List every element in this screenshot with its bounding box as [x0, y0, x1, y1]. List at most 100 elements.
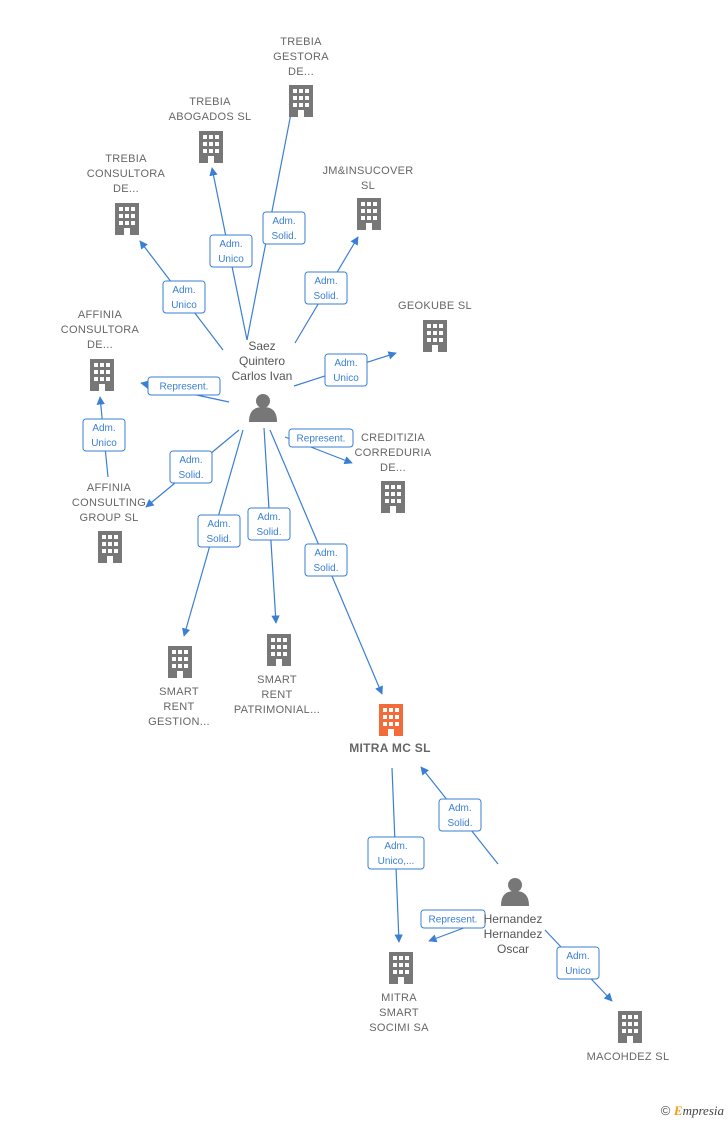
person-icon [501, 878, 529, 906]
company-label: JM&INSUCOVER [323, 165, 414, 177]
building-icon [168, 646, 192, 678]
company-label: TREBIA [105, 153, 147, 165]
edge-label-box[interactable] [420, 909, 486, 929]
edge-saez-to-smart_patrimonial: Adm. Solid. [247, 427, 291, 624]
company-node-smart-gestion[interactable]: SMART RENT GESTION... [148, 646, 210, 728]
company-label: SL [361, 180, 375, 192]
edge-label-text: Unico [218, 254, 244, 265]
edge-label-text: Adm. [334, 358, 357, 369]
company-node-mitra-smart[interactable]: MITRA SMART SOCIMI SA [369, 952, 429, 1034]
edge-label-box[interactable] [438, 798, 482, 832]
edge-saez-to-affinia_consulting: Adm.Solid. [145, 429, 240, 508]
company-label: DE... [87, 339, 113, 351]
edge-label-text: Adm. [92, 423, 115, 434]
edge-label-text: Represent. [429, 915, 478, 926]
edge-label-text: Solid. [178, 470, 203, 481]
edge-label-box[interactable] [304, 271, 348, 305]
edge-label-box[interactable] [82, 418, 126, 452]
edge-label-box[interactable] [162, 280, 206, 314]
company-label: CONSULTORA [87, 168, 166, 180]
edge-label-box[interactable] [288, 428, 354, 448]
person-label: Hernandez [484, 912, 543, 926]
building-icon [618, 1011, 642, 1043]
person-label: Carlos Ivan [232, 369, 293, 383]
edge-label-text: Adm. [314, 276, 337, 287]
footer-brand: © Empresia [661, 1103, 724, 1119]
edge-label-box[interactable] [247, 507, 291, 541]
edge-label-box[interactable] [367, 836, 425, 870]
building-icon [98, 531, 122, 563]
edge-label-text: Solid. [206, 534, 231, 545]
company-label: SOCIMI SA [369, 1022, 429, 1034]
edge-label-box[interactable] [324, 353, 368, 387]
company-label: TREBIA [189, 96, 231, 108]
person-label: Quintero [239, 354, 285, 368]
company-node-trebia-gestora[interactable]: TREBIAGESTORADE... [273, 36, 329, 117]
edge-label-text: Unico [565, 966, 591, 977]
company-node-trebia-abogados[interactable]: TREBIA ABOGADOS SL [169, 96, 252, 163]
edge-label-box[interactable] [556, 946, 600, 980]
edge-oscar-to-mitra_mc: Adm.Solid. [420, 766, 499, 865]
company-node-trebia-consultora[interactable]: TREBIACONSULTORADE... [87, 153, 166, 235]
edge-affinia_consulting-to-affinia_consultora: Adm.Unico [82, 396, 126, 478]
edge-saez-to-jm_insucover: Adm.Solid. [294, 236, 359, 344]
edge-label-text: Adm. [384, 841, 407, 852]
company-label: ABOGADOS SL [169, 111, 252, 123]
building-icon [381, 481, 405, 513]
company-node-mitra-mc[interactable]: MITRA MC SL [349, 704, 431, 755]
company-label: RENT [163, 701, 194, 713]
building-icon [199, 131, 223, 163]
edge-saez-to-mitra_mc: Adm. Solid. [269, 429, 383, 695]
edge-label-text: Solid. [313, 563, 338, 574]
company-label: SMART [379, 1007, 419, 1019]
person-icon [249, 394, 277, 422]
company-node-smart-patrimonial[interactable]: SMARTRENTPATRIMONIAL... [234, 634, 320, 716]
copyright-icon: © [660, 1103, 671, 1118]
edges-layer: Adm.Solid.Adm.UnicoAdm.UnicoAdm.Solid.Ad… [82, 97, 613, 1002]
edge-label-text: Solid. [256, 527, 281, 538]
edge-mitra_mc-to-mitra_smart: Adm.Unico,... [367, 767, 425, 943]
company-label: DE... [380, 462, 406, 474]
company-node-creditizia[interactable]: CREDITIZIACORREDURIADE... [355, 432, 432, 513]
edge-label-text: Adm. [207, 519, 230, 530]
edge-oscar-to-macohdez: Adm.Unico [544, 929, 613, 1002]
edge-label-box[interactable] [197, 514, 241, 548]
person-label: Hernandez [484, 927, 543, 941]
edge-label-box[interactable] [262, 211, 306, 245]
edge-saez-to-trebia_gestora: Adm.Solid. [246, 97, 306, 341]
company-label: PATRIMONIAL... [234, 704, 320, 716]
edge-label-text: Represent. [160, 382, 209, 393]
edge-label-box[interactable] [209, 234, 253, 268]
company-label: MITRA MC SL [349, 741, 431, 755]
edge-label-text: Adm. [314, 548, 337, 559]
edge-label-text: Represent. [297, 434, 346, 445]
company-node-geokube[interactable]: GEOKUBE SL [398, 300, 472, 352]
edge-label-text: Adm. [257, 512, 280, 523]
edge-saez-to-trebia_consultora: Adm.Unico [139, 240, 224, 351]
company-label: RENT [261, 689, 292, 701]
company-label: CONSULTING [72, 497, 146, 509]
building-icon [379, 704, 403, 736]
edge-label-box[interactable] [169, 450, 213, 484]
edge-saez-to-affinia_consultora: Represent. [140, 376, 230, 403]
company-node-jm-insucover[interactable]: JM&INSUCOVER SL [323, 165, 414, 230]
edge-label-box[interactable] [147, 376, 221, 396]
company-label: SMART [159, 686, 199, 698]
building-icon [389, 952, 413, 984]
edge-label-text: Adm. [172, 285, 195, 296]
company-label: GESTION... [148, 716, 210, 728]
edge-oscar-to-mitra_smart: Represent. [420, 909, 486, 943]
person-label: Oscar [497, 942, 529, 956]
company-node-affinia-consultora[interactable]: AFFINIACONSULTORADE... [61, 309, 140, 391]
company-label: TREBIA [280, 36, 322, 48]
edge-label-text: Solid. [447, 818, 472, 829]
company-label: MITRA [381, 992, 417, 1004]
company-label: GROUP SL [79, 512, 138, 524]
edge-label-box[interactable] [304, 543, 348, 577]
company-node-macohdez[interactable]: MACOHDEZ SL [587, 1011, 670, 1063]
building-icon [90, 359, 114, 391]
